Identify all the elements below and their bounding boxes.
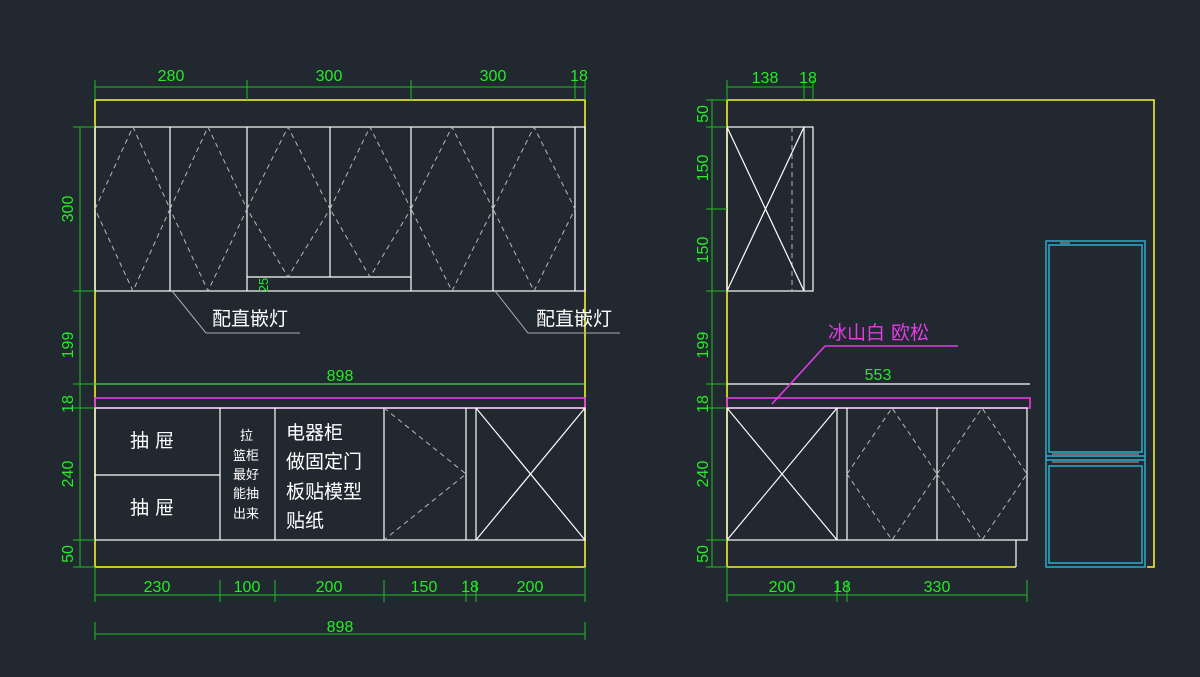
front-left-dimensions: 300 199 18 240 50 — [60, 126, 95, 568]
material-leader — [771, 345, 958, 405]
basket-note-line-4: 能抽 — [233, 487, 259, 502]
dim-total-898-top: 898 — [327, 368, 354, 385]
dim-top-300b: 300 — [480, 68, 507, 85]
drawer-label-1: 抽 屉 — [130, 430, 174, 452]
dim-left-240: 240 — [60, 461, 77, 488]
dim-left-18: 18 — [60, 395, 77, 413]
dim-total-898-bottom: 898 — [327, 619, 354, 636]
appliance-note-line-4: 贴纸 — [286, 510, 324, 532]
countertop — [94, 397, 586, 409]
dim-top-280: 280 — [158, 68, 185, 85]
dim-side-left-18: 18 — [695, 395, 712, 413]
dim-left-50: 50 — [60, 545, 77, 563]
basket-note-line-5: 出来 — [233, 507, 259, 522]
side-bottom-dimensions: 200 18 330 — [726, 567, 1028, 602]
lower-cabinets — [94, 407, 586, 541]
upper-cabinet-box — [94, 126, 586, 292]
side-lower-cabinets — [726, 407, 1028, 567]
side-elevation: 冰山白 欧松 — [695, 70, 1155, 602]
front-top-dimensions: 280 300 300 18 — [94, 68, 588, 100]
light-leader-2 — [494, 290, 620, 334]
dim-side-top-18: 18 — [799, 70, 817, 87]
side-upper-cabinet — [726, 126, 814, 292]
light-note-1: 配直嵌灯 — [212, 308, 288, 330]
front-elevation: 配直嵌灯 配直嵌灯 抽 屉 抽 屉 拉 篮柜 最好 能抽 出来 电器柜 做固定门… — [60, 68, 620, 640]
dim-side-left-50a: 50 — [695, 105, 712, 123]
side-left-dimensions: 50 150 150 199 18 240 50 — [695, 99, 727, 568]
dim-small-25: 25 — [256, 278, 271, 292]
dim-bottom-200b: 200 — [517, 579, 544, 596]
dim-side-left-240: 240 — [695, 461, 712, 488]
dim-side-top-138: 138 — [752, 70, 779, 87]
dim-side-bottom-18: 18 — [833, 579, 851, 596]
drawer-label-2: 抽 屉 — [130, 497, 174, 519]
dim-bottom-230: 230 — [144, 579, 171, 596]
basket-note-line-1: 拉 — [240, 429, 253, 444]
dim-side-left-199: 199 — [695, 332, 712, 359]
appliance-note-line-1: 电器柜 — [286, 422, 343, 444]
light-leader-1 — [171, 290, 300, 334]
dim-side-bottom-200: 200 — [769, 579, 796, 596]
dim-side-left-50b: 50 — [695, 545, 712, 563]
dim-top-300a: 300 — [316, 68, 343, 85]
light-note-2: 配直嵌灯 — [536, 308, 612, 330]
dim-top-18: 18 — [570, 68, 588, 85]
dim-bottom-150: 150 — [411, 579, 438, 596]
side-top-dimensions: 138 18 — [726, 70, 817, 100]
dim-bottom-18: 18 — [461, 579, 479, 596]
basket-note-line-3: 最好 — [233, 468, 259, 483]
dim-side-553: 553 — [865, 367, 892, 384]
basket-note-line-2: 篮柜 — [233, 449, 259, 464]
refrigerator — [1045, 240, 1146, 568]
dim-left-199: 199 — [60, 332, 77, 359]
material-note: 冰山白 欧松 — [828, 322, 929, 344]
dim-bottom-100: 100 — [234, 579, 261, 596]
appliance-note-line-3: 板贴模型 — [286, 481, 362, 503]
appliance-note-line-2: 做固定门 — [286, 451, 362, 473]
front-bottom-dimensions: 230 100 200 150 18 200 898 — [94, 567, 586, 640]
dim-left-300: 300 — [60, 196, 77, 223]
side-outline-top-right — [727, 99, 1155, 568]
dim-side-left-150b: 150 — [695, 237, 712, 264]
dim-side-left-150a: 150 — [695, 155, 712, 182]
upper-cabinets — [94, 125, 586, 293]
dim-bottom-200: 200 — [316, 579, 343, 596]
lower-cabinet-box — [94, 407, 586, 541]
dim-side-bottom-330: 330 — [924, 579, 951, 596]
